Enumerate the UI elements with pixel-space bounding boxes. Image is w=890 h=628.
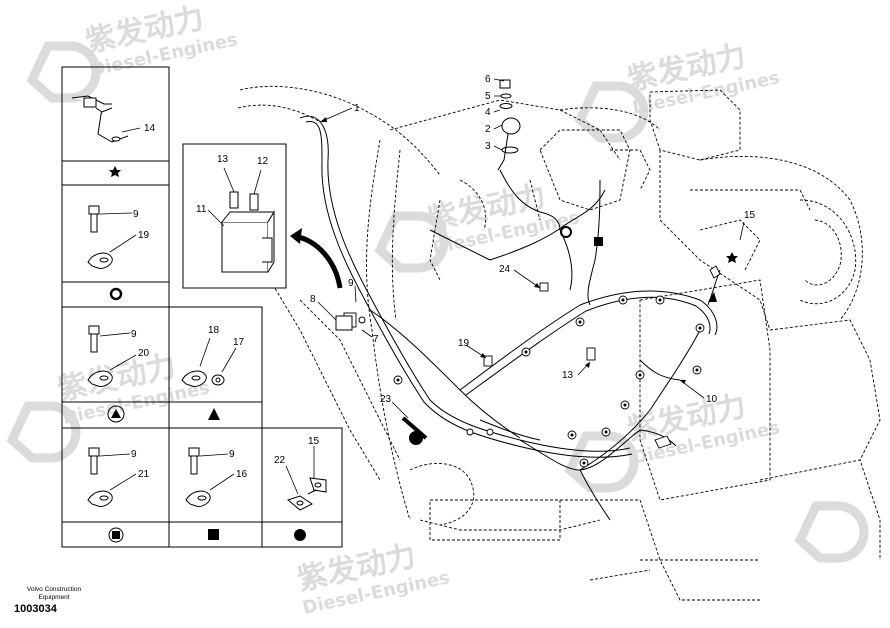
panel-part-20: 9 20 (87, 325, 150, 423)
part-23-tube (401, 416, 428, 440)
callout-10: 10 (706, 394, 718, 405)
harness-clips (343, 265, 721, 468)
panel-19-bolt-callout: 9 (133, 209, 139, 220)
panel-part-15: 15 22 (274, 436, 327, 541)
panel-16-bolt-callout: 9 (229, 449, 235, 460)
panel-21-bolt-callout: 9 (131, 449, 137, 460)
star-symbol-icon (109, 166, 121, 177)
callout-15: 15 (744, 210, 756, 221)
relay-callout-12: 12 (257, 156, 269, 167)
callout-5: 5 (485, 91, 491, 102)
callout-24: 24 (499, 264, 511, 275)
callout-labels: 1 6 5 4 2 3 9 8 7 24 19 13 10 15 23 (310, 74, 756, 405)
main-harness (299, 115, 721, 521)
panel-20-bolt-callout: 9 (131, 329, 137, 340)
circle-symbol-icon (560, 226, 572, 238)
document-number: 1003034 (14, 603, 57, 615)
panel-part-18: 18 17 (181, 325, 245, 420)
parts-legend-grid (61, 66, 343, 548)
panel-20-clamp-callout: 20 (138, 348, 150, 359)
relay-callout-13: 13 (217, 154, 229, 165)
triangle-symbol-icon (208, 408, 220, 420)
relay-inset: 13 12 11 (182, 143, 287, 289)
panel-19-clamp-callout: 19 (138, 230, 150, 241)
circle-symbol-icon (109, 287, 123, 301)
square-symbol-icon (594, 237, 603, 246)
callout-2: 2 (485, 124, 491, 135)
watermark: 紫发动力 Diesel-Engines 紫发动力 Diesel-Engines … (6, 1, 869, 619)
star-symbol-icon (726, 252, 738, 263)
callout-23: 23 (380, 394, 392, 405)
callout-3: 3 (485, 141, 491, 152)
sensor-assembly (497, 79, 521, 171)
callout-13: 13 (562, 370, 574, 381)
panel-part-19: 9 19 (87, 205, 150, 301)
harness-clip-dots (396, 298, 702, 465)
machine-outline (237, 85, 881, 601)
panel-17-callout: 17 (233, 337, 245, 348)
footer-maker-line2: Equipment (38, 593, 70, 601)
panel-part-16: 9 16 (185, 447, 248, 540)
panel-16-clamp-callout: 16 (236, 469, 248, 480)
callout-19: 19 (458, 338, 470, 349)
footer-maker: Volvo Construction (26, 586, 82, 593)
circled-square-symbol-icon (108, 527, 124, 543)
callout-6: 6 (485, 74, 491, 85)
triangle-symbol-icon (708, 292, 717, 302)
circled-triangle-symbol-icon (107, 405, 125, 423)
footer: Volvo Construction Equipment 1003034 (14, 586, 94, 615)
panel-part-14: 14 (71, 95, 156, 177)
callout-1: 1 (354, 103, 360, 114)
detail-arrow-icon (290, 228, 343, 289)
leader-arrowheads (320, 117, 686, 384)
panel-14-callout: 14 (144, 123, 156, 134)
panel-18-callout: 18 (208, 325, 220, 336)
relay-callout-11: 11 (196, 204, 207, 215)
panel-21-clamp-callout: 21 (138, 469, 150, 480)
main-symbols (409, 226, 738, 445)
callout-9: 9 (348, 278, 354, 289)
watermark-logo-icon (6, 41, 869, 563)
panel-15-bracket-callout: 15 (308, 436, 320, 447)
callout-4: 4 (485, 107, 491, 118)
circled-square-symbol-icon (409, 431, 423, 445)
relay-mount (335, 315, 366, 331)
panel-part-21: 9 21 (87, 447, 150, 543)
square-symbol-icon (208, 529, 219, 540)
callout-7: 7 (373, 334, 379, 345)
half-circle-symbol-icon (294, 529, 306, 541)
callout-8: 8 (310, 294, 316, 305)
panel-22-clamp-callout: 22 (274, 455, 286, 466)
